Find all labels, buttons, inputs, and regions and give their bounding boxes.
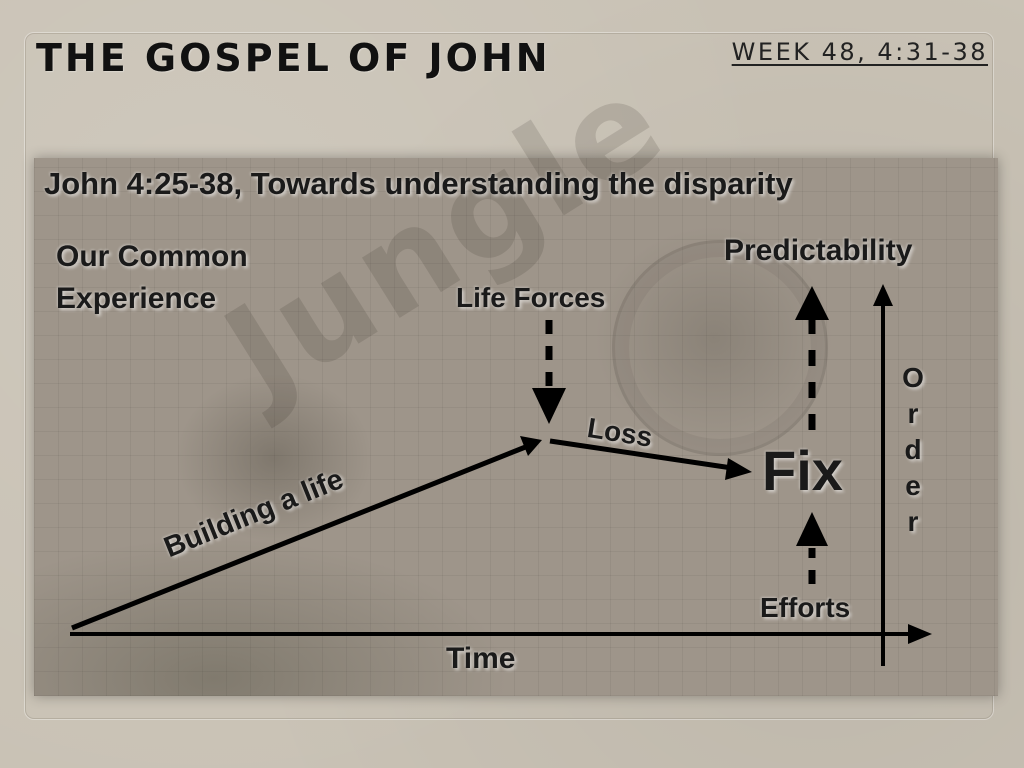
- predictability-label: Predictability: [724, 234, 913, 267]
- time-axis-arrowhead: [908, 624, 932, 644]
- loss-arrow: [549, 438, 733, 471]
- order-axis-label: O r d e r: [898, 360, 928, 540]
- common-experience-label: Our Common Experience: [56, 240, 248, 315]
- slide-week-reference: WEEK 48, 4:31-38: [731, 38, 988, 66]
- efforts-arrowhead: [796, 512, 828, 546]
- loss-arrowhead: [725, 458, 752, 480]
- building-arrow: [71, 443, 529, 631]
- efforts-label: Efforts: [760, 592, 851, 623]
- predictability-arrowhead: [795, 286, 829, 320]
- order-letter: O: [902, 362, 924, 393]
- order-letter: d: [904, 434, 922, 465]
- building-arrowhead: [520, 436, 542, 456]
- slide-title: THE GOSPEL OF JOHN: [36, 36, 551, 80]
- life-forces-arrowhead: [532, 388, 566, 424]
- diagram-heading: John 4:25-38, Towards understanding the …: [44, 166, 793, 201]
- order-letter: r: [907, 398, 919, 429]
- time-axis-label: Time: [446, 642, 516, 675]
- background-seal: [612, 240, 828, 456]
- fix-label: Fix: [762, 439, 843, 502]
- order-axis-arrowhead: [873, 284, 893, 306]
- order-letter: e: [905, 470, 921, 501]
- order-letter: r: [907, 506, 919, 537]
- life-forces-label: Life Forces: [456, 282, 606, 313]
- diagram-panel: [34, 158, 998, 696]
